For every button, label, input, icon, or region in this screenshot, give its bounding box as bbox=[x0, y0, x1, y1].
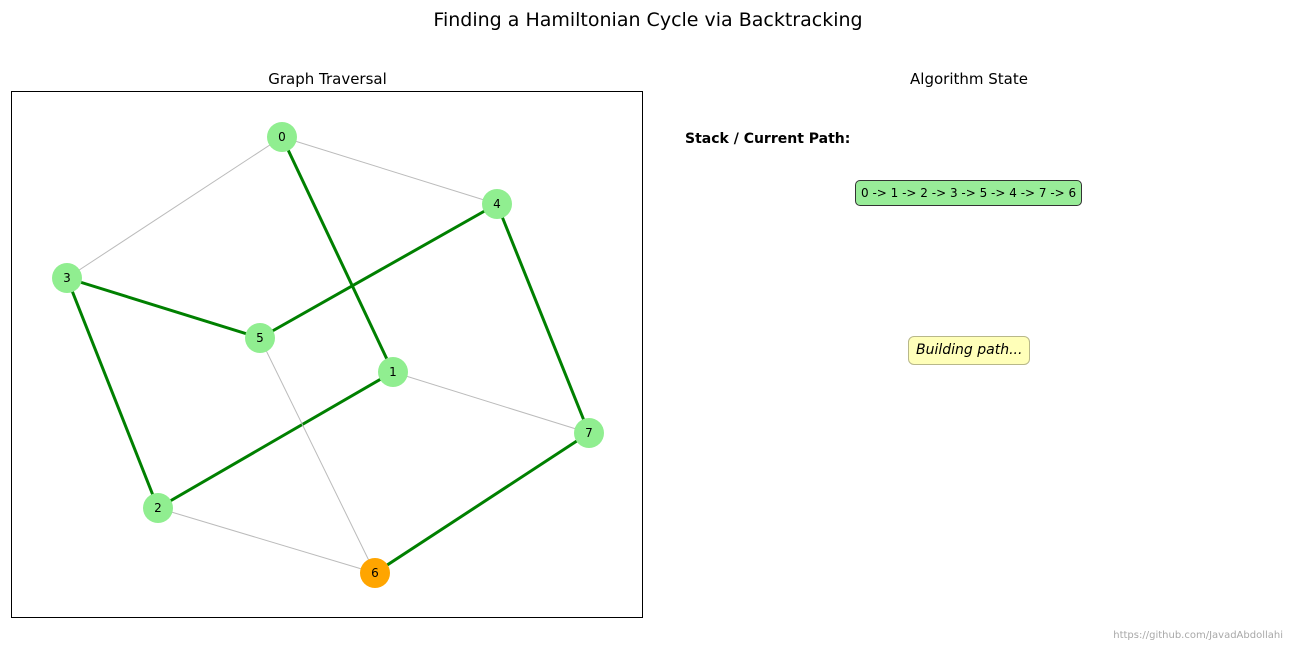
node-circle-7 bbox=[574, 418, 604, 448]
stack-label: Stack / Current Path: bbox=[685, 131, 851, 147]
graph-node-7: 7 bbox=[574, 418, 604, 448]
path-edge-4-7 bbox=[495, 203, 591, 434]
graph-panel-title: Graph Traversal bbox=[268, 70, 387, 88]
path-edge-0-1 bbox=[280, 136, 395, 373]
node-circle-4 bbox=[482, 189, 512, 219]
graph-edge-1-7 bbox=[392, 371, 590, 434]
graph-edge-0-3 bbox=[66, 136, 283, 279]
graph-edge-0-4 bbox=[281, 136, 498, 205]
node-label-7: 7 bbox=[585, 426, 593, 440]
path-edge-1-2 bbox=[157, 370, 394, 510]
graph-node-0: 0 bbox=[267, 122, 297, 152]
node-circle-3 bbox=[52, 263, 82, 293]
node-label-2: 2 bbox=[154, 501, 162, 515]
path-edge-4-5 bbox=[259, 202, 498, 340]
current-path-box: 0 -> 1 -> 2 -> 3 -> 5 -> 4 -> 7 -> 6 bbox=[855, 180, 1083, 206]
credit-link-text: https://github.com/JavadAbdollahi bbox=[1113, 630, 1283, 641]
node-circle-6 bbox=[360, 558, 390, 588]
graph-node-4: 4 bbox=[482, 189, 512, 219]
graph-node-5: 5 bbox=[245, 323, 275, 353]
graph-canvas: 0 1 2 3 4 5 6 7 bbox=[52, 122, 604, 588]
graph-node-2: 2 bbox=[143, 493, 173, 523]
node-label-6: 6 bbox=[371, 566, 379, 580]
state-panel-title: Algorithm State bbox=[910, 70, 1028, 88]
node-circle-0 bbox=[267, 122, 297, 152]
graph-edge-2-6 bbox=[157, 507, 376, 574]
node-label-0: 0 bbox=[278, 130, 286, 144]
path-edge-6-7 bbox=[374, 431, 590, 575]
edges-layer bbox=[65, 136, 591, 575]
graph-node-3: 3 bbox=[52, 263, 82, 293]
graph-edge-5-6 bbox=[259, 337, 376, 574]
node-circle-1 bbox=[378, 357, 408, 387]
node-label-1: 1 bbox=[389, 365, 397, 379]
graph-node-6: 6 bbox=[360, 558, 390, 588]
graph-node-1: 1 bbox=[378, 357, 408, 387]
node-label-3: 3 bbox=[63, 271, 71, 285]
node-circle-5 bbox=[245, 323, 275, 353]
node-circle-2 bbox=[143, 493, 173, 523]
path-edge-3-5 bbox=[66, 276, 261, 340]
path-edge-2-3 bbox=[65, 277, 160, 509]
node-label-5: 5 bbox=[256, 331, 264, 345]
nodes-layer: 0 1 2 3 4 5 6 7 bbox=[52, 122, 604, 588]
status-box: Building path... bbox=[908, 336, 1031, 365]
figure-title: Finding a Hamiltonian Cycle via Backtrac… bbox=[433, 9, 863, 31]
graph-plot-frame: 0 1 2 3 4 5 6 7 bbox=[11, 91, 643, 618]
node-label-4: 4 bbox=[493, 197, 501, 211]
